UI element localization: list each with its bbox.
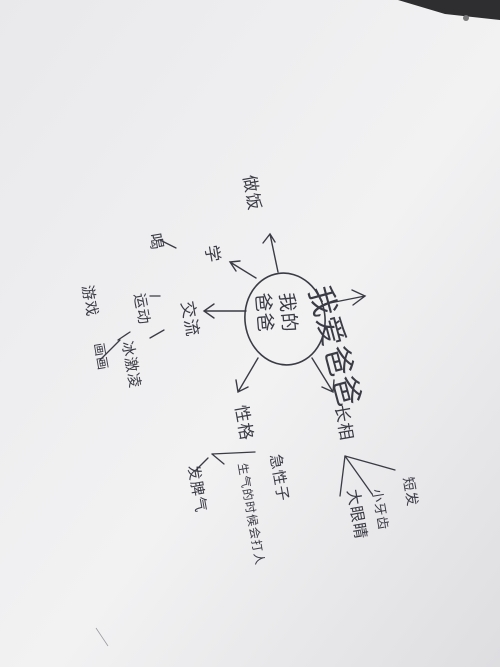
branch-label-school: 学 <box>200 243 224 265</box>
arrow-to-appearance <box>311 357 335 394</box>
center-label-line1: 我的 <box>275 291 301 334</box>
school-item-1: 喝 <box>145 231 167 252</box>
branch-label-personality: 性格 <box>230 403 257 443</box>
communication-sub-arrow-3 <box>117 331 131 341</box>
branch-arrows <box>202 232 367 394</box>
school-sub-arrow <box>159 239 177 249</box>
arrow-to-personality <box>235 357 259 394</box>
center-label-line2: 爸爸 <box>251 291 277 334</box>
communication-sub-arrow-2 <box>149 329 165 339</box>
arrow-to-cooking <box>262 232 279 273</box>
arrow-to-title <box>324 289 367 306</box>
appearance-sub-arrow-3 <box>339 455 346 497</box>
personality-sub-arrow-1 <box>211 451 256 455</box>
communication-item-1: 运动 <box>130 291 154 327</box>
paper-crease <box>95 627 109 647</box>
branch-label-cooking: 做饭 <box>238 173 265 213</box>
personality-sub-arrow-2 <box>211 453 225 465</box>
sub-branch-lines <box>99 239 396 497</box>
appearance-sub-arrow-2 <box>344 455 373 495</box>
appearance-sub-arrow-1 <box>344 455 396 471</box>
personality-sub-arrow-3 <box>195 457 209 471</box>
arrow-to-communication <box>202 303 247 319</box>
branch-label-communication: 交流 <box>176 299 203 339</box>
communication-item-3: 游戏 <box>78 283 102 319</box>
center-oval <box>244 272 326 366</box>
branch-label-appearance: 长相 <box>330 403 357 443</box>
communication-sub-arrow-4 <box>99 339 121 361</box>
paper-hole <box>463 15 469 21</box>
arrow-to-school <box>228 260 257 279</box>
